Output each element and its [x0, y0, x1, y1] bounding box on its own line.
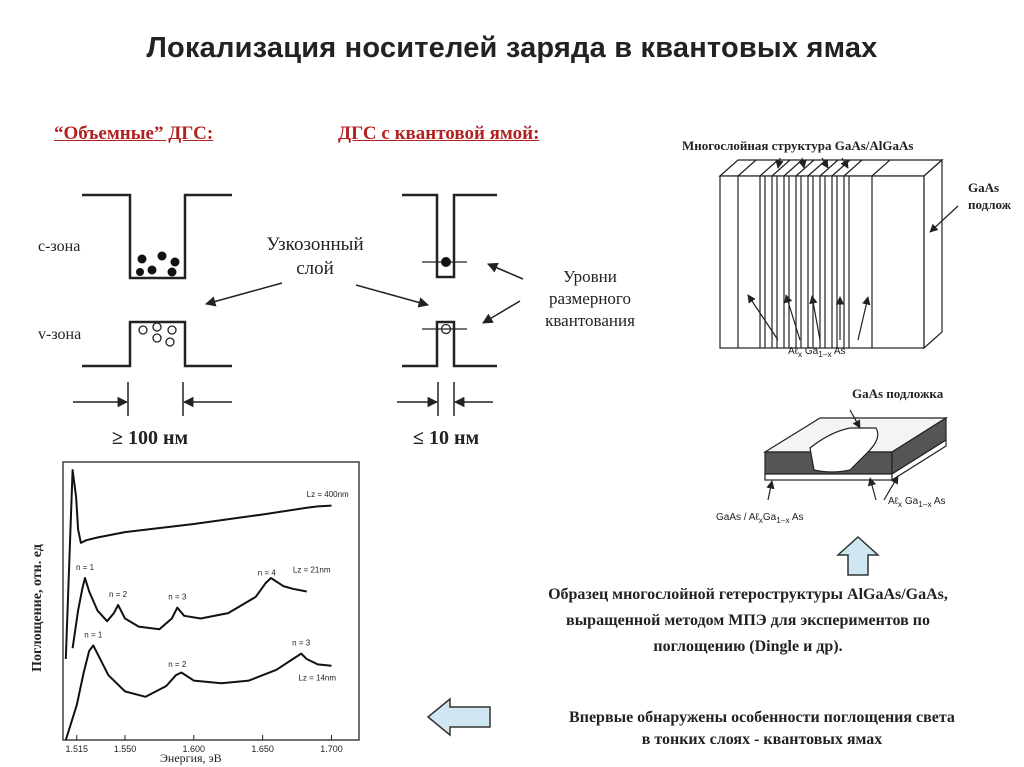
chart-ylabel: Поглощение, отн. ед	[30, 544, 45, 672]
chart-ylabel-wrap: Поглощение, отн. ед	[28, 544, 48, 672]
etched-sample	[762, 409, 949, 501]
chart-xlabel: Энергия, эВ	[160, 751, 222, 765]
algaas-label-top: Aℓx Ga1–x As	[788, 346, 846, 359]
absorption-chart: 1.515 1.550 1.600 1.650 1.700 Lz = 400nm Lz = …	[64, 469, 349, 754]
v-band-label: v-зона	[38, 326, 82, 343]
x-tick-label: 1.700	[320, 744, 343, 754]
peak-label: n = 2	[109, 590, 128, 599]
slide-title: Локализация носителей заряда в квантовых…	[146, 32, 878, 64]
x-tick-label: 1.550	[114, 744, 137, 754]
multilayer-label: Многослойная структура GaAs/AlGaAs	[682, 138, 914, 153]
peak-label: n = 1	[76, 563, 95, 572]
multilayer-structure	[718, 157, 959, 350]
series-label-3: Lz = 14nm	[298, 674, 336, 683]
chart-frame	[62, 461, 360, 741]
x-tick-label: 1.515	[66, 744, 89, 754]
series-label-1: Lz = 400nm	[307, 490, 349, 499]
bulk-valence-well	[82, 320, 232, 368]
c-band-label: c-зона	[38, 238, 81, 255]
series-line-2	[71, 577, 307, 649]
layers-left-label: GaAs / AℓxGa1–x As	[716, 512, 804, 525]
peak-label: n = 1	[84, 631, 103, 640]
peak-label: n = 3	[168, 593, 187, 602]
qw-width-label: ≤ 10 нм	[413, 427, 480, 449]
bulk-dhs-heading: “Объемные” ДГС:	[54, 123, 214, 144]
peak-label: n = 4	[258, 568, 277, 577]
electrons	[136, 251, 180, 277]
x-tick-label: 1.600	[183, 744, 206, 754]
series-line-3	[64, 644, 332, 741]
x-tick-label: 1.650	[251, 744, 274, 754]
bulk-conduction-well	[82, 193, 232, 280]
series-label-2: Lz = 21nm	[293, 566, 331, 575]
peak-label: n = 2	[168, 660, 187, 669]
size-quant-levels-label: Уровни размерного квантования	[545, 267, 635, 330]
substrate-right-label: GaAs подлож	[968, 180, 1012, 212]
sample-caption: Образец многослойной гетероструктуры AlG…	[548, 586, 948, 655]
thin-layers	[759, 159, 863, 348]
narrow-layer-label: Узкозонный слой	[266, 234, 364, 279]
holes	[138, 322, 177, 347]
algaas-label-bottom: Aℓx Ga1–x As	[888, 496, 946, 509]
substrate-top-label: GaAs подложка	[852, 386, 944, 401]
left-arrow	[426, 697, 491, 737]
qw-conduction-well	[402, 193, 497, 279]
peak-label: n = 3	[292, 639, 311, 648]
discovery-note: Впервые обнаружены особенности поглощени…	[569, 709, 955, 748]
series-line-1	[64, 469, 332, 660]
up-arrow	[836, 535, 880, 576]
qw-dhs-heading: ДГС с квантовой ямой:	[338, 123, 540, 144]
bulk-width-label: ≥ 100 нм	[112, 427, 189, 449]
qw-valence-well	[402, 320, 497, 368]
